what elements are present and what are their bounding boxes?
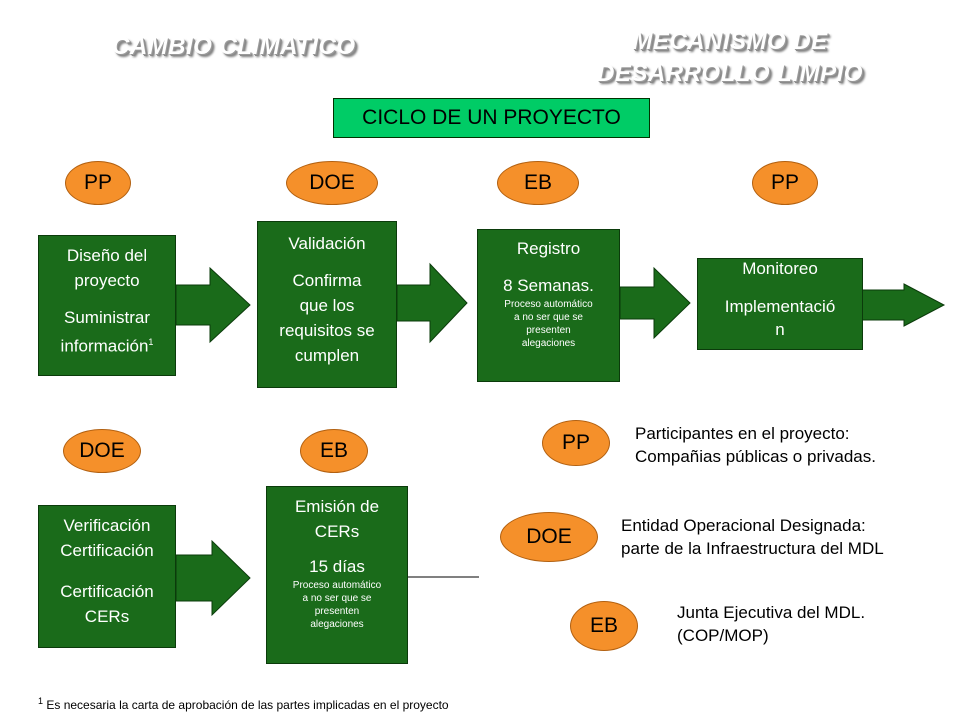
box-monitoreo-line: Implementació	[724, 297, 836, 316]
box-emision-note: a no ser que se	[302, 593, 372, 604]
legend-line: Entidad Operacional Designada:	[621, 516, 866, 535]
header-right-title-line1: MECANISMO DE	[632, 28, 828, 55]
footnote-mark: 1	[148, 337, 154, 347]
header-right-title: MECANISMO DE DESARROLLO LIMPIO	[580, 26, 880, 90]
box-emision-note: presenten	[314, 606, 360, 617]
box-registro: Registro 8 Semanas. Proceso automático a…	[477, 229, 620, 382]
box-emision-note: Proceso automático	[292, 580, 382, 591]
box-monitoreo-line: n	[775, 320, 785, 339]
box-emision-title: CERs	[314, 522, 360, 541]
box-diseno-line: Diseño del	[66, 246, 148, 265]
legend-oval-eb: EB	[570, 601, 638, 651]
box-diseno-line: información	[60, 336, 149, 356]
legend-text-doe: Entidad Operacional Designada: parte de …	[621, 514, 956, 560]
box-monitoreo: Monitoreo Implementació n	[697, 258, 863, 350]
box-verificacion-line: CERs	[84, 607, 130, 626]
cycle-title-box: CICLO DE UN PROYECTO	[333, 98, 650, 138]
box-registro-subtitle: 8 Semanas.	[503, 276, 594, 295]
legend-line: Participantes en el proyecto:	[635, 424, 850, 443]
arrow-3	[619, 266, 691, 340]
box-emision-note: alegaciones	[310, 619, 364, 630]
box-registro-note: a no ser que se	[514, 312, 583, 323]
box-emision-title: Emisión de	[294, 497, 380, 516]
legend-oval-doe: DOE	[500, 512, 598, 562]
box-verificacion-line: Certificación	[60, 541, 154, 560]
oval-doe-1: DOE	[286, 161, 378, 205]
box-diseno-line: Suministrar	[64, 308, 150, 327]
legend-text-eb: Junta Ejecutiva del MDL. (COP/MOP)	[677, 601, 937, 647]
box-validacion-line: que los	[299, 296, 355, 315]
box-emision: Emisión de CERs 15 días Proceso automáti…	[266, 486, 408, 664]
oval-pp-2: PP	[752, 161, 818, 205]
box-validacion-line: cumplen	[294, 346, 360, 365]
legend-line: Compañias públicas o privadas.	[635, 447, 876, 466]
legend-line: Junta Ejecutiva del MDL.	[677, 603, 866, 622]
legend-line: (COP/MOP)	[677, 626, 769, 645]
box-validacion: Validación Confirma que los requisitos s…	[257, 221, 397, 388]
oval-pp-1: PP	[65, 161, 131, 205]
oval-eb-2: EB	[300, 429, 368, 473]
box-registro-note: alegaciones	[521, 338, 576, 349]
box-registro-title: Registro	[516, 239, 581, 258]
footnote-text: Es necesaria la carta de aprobación de l…	[46, 698, 449, 712]
arrow-5	[175, 539, 251, 617]
box-emision-subtitle: 15 días	[309, 557, 365, 576]
box-diseno-line: proyecto	[74, 271, 140, 290]
arrow-4	[861, 283, 946, 327]
box-validacion-line: Confirma	[292, 271, 362, 290]
box-validacion-line: requisitos se	[279, 321, 375, 340]
box-validacion-line: Validación	[288, 234, 366, 253]
legend-line: parte de la Infraestructura del MDL	[621, 539, 884, 558]
footnote: 1 Es necesaria la carta de aprobación de…	[38, 696, 449, 712]
arrow-2	[396, 262, 468, 344]
box-monitoreo-line: Monitoreo	[742, 259, 818, 278]
footnote-number: 1	[38, 696, 44, 706]
oval-eb-1: EB	[497, 161, 579, 205]
box-verificacion: Verificación Certificación Certificación…	[38, 505, 176, 648]
box-verificacion-line: Verificación	[63, 516, 151, 535]
header-left-title: CAMBIO CLIMATICO	[112, 33, 356, 60]
header-right-title-line2: DESARROLLO LIMPIO	[597, 60, 863, 87]
box-diseno: Diseño del proyecto Suministrar informac…	[38, 235, 176, 376]
box-verificacion-line: Certificación	[60, 582, 154, 601]
box-registro-note: Proceso automático	[504, 299, 593, 310]
oval-doe-2: DOE	[63, 429, 141, 473]
arrow-1	[175, 266, 251, 344]
box-registro-note: presenten	[526, 325, 571, 336]
legend-oval-pp: PP	[542, 420, 610, 466]
legend-text-pp: Participantes en el proyecto: Compañias …	[635, 422, 955, 468]
